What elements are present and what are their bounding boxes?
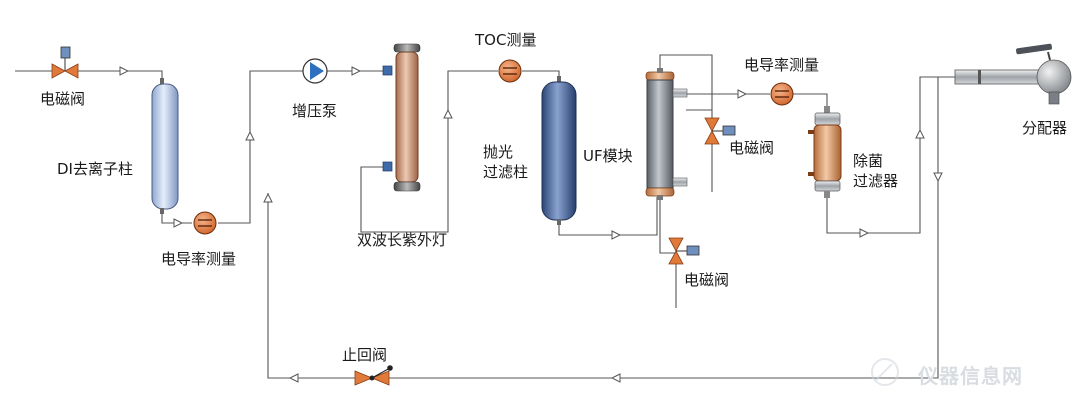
label-booster-pump: 增压泵 [292,102,338,120]
label-dispenser: 分配器 [1022,119,1068,137]
booster-pump [302,58,328,84]
label-sterile-filter: 除菌 过滤器 [853,152,898,191]
sterile-filter [808,106,842,198]
check-valve [354,365,393,386]
uf-solenoid-valve-2 [668,237,700,265]
flow-arrow [859,228,870,238]
flow-arrows [119,66,943,383]
label-conductivity-2: 电导率测量 [744,56,820,74]
pipe-polish-to-uf [558,197,658,236]
label-uf-module: UF模块 [583,147,633,165]
label-sterile-filter-line-1: 除菌 [853,152,884,170]
pipe-toc-to-polish [522,70,560,80]
pipes [15,54,958,379]
label-inlet-valve: 电磁阀 [40,90,86,108]
flow-arrow [915,128,925,139]
flow-arrow [610,373,621,383]
uf-solenoid-valve-1 [704,117,736,145]
flow-arrow [443,108,453,119]
flow-arrow [933,172,943,183]
pipe-sf-out [826,76,958,234]
polishing-filter-column [541,76,577,225]
conductivity-sensor-2 [770,82,794,106]
uf-module [645,68,688,200]
pipe-return [267,77,939,379]
flow-arrow [611,230,622,240]
flow-arrow [173,218,184,228]
label-polish-filter: 抛光 过滤柱 [483,143,528,182]
uv-lamp [382,43,421,192]
label-conductivity-1: 电导率测量 [161,250,237,268]
pipe-to-pump [218,70,303,224]
label-uv-lamp: 双波长紫外灯 [357,231,448,249]
label-polish-filter-line-1: 抛光 [483,143,514,161]
pipe-uv-loop [360,70,498,233]
inlet-solenoid-valve [51,46,79,79]
watermark-logo-icon [871,358,899,386]
label-toc: TOC测量 [475,31,537,49]
flow-arrow [351,66,362,76]
toc-sensor [498,59,522,83]
flow-arrow [245,130,255,141]
dispenser [954,43,1072,105]
pipe-to-sf [793,93,828,108]
flow-arrow [288,373,299,383]
label-uf-valve-2: 电磁阀 [684,271,730,289]
pipe-inlet [15,70,163,83]
pipe-uf-reject [659,199,677,308]
label-sterile-filter-line-2: 过滤器 [853,171,899,190]
label-check-valve: 止回阀 [342,346,388,364]
conductivity-sensor-1 [193,211,217,235]
label-uf-valve-1: 电磁阀 [729,139,775,157]
di-column [151,78,179,214]
label-polish-filter-line-2: 过滤柱 [483,162,529,181]
label-di-column: DI去离子柱 [57,160,133,178]
flow-arrow [119,66,130,76]
flow-arrow [263,192,273,203]
flow-arrow [737,89,748,99]
watermark: 仪器信息网 [918,364,1023,388]
